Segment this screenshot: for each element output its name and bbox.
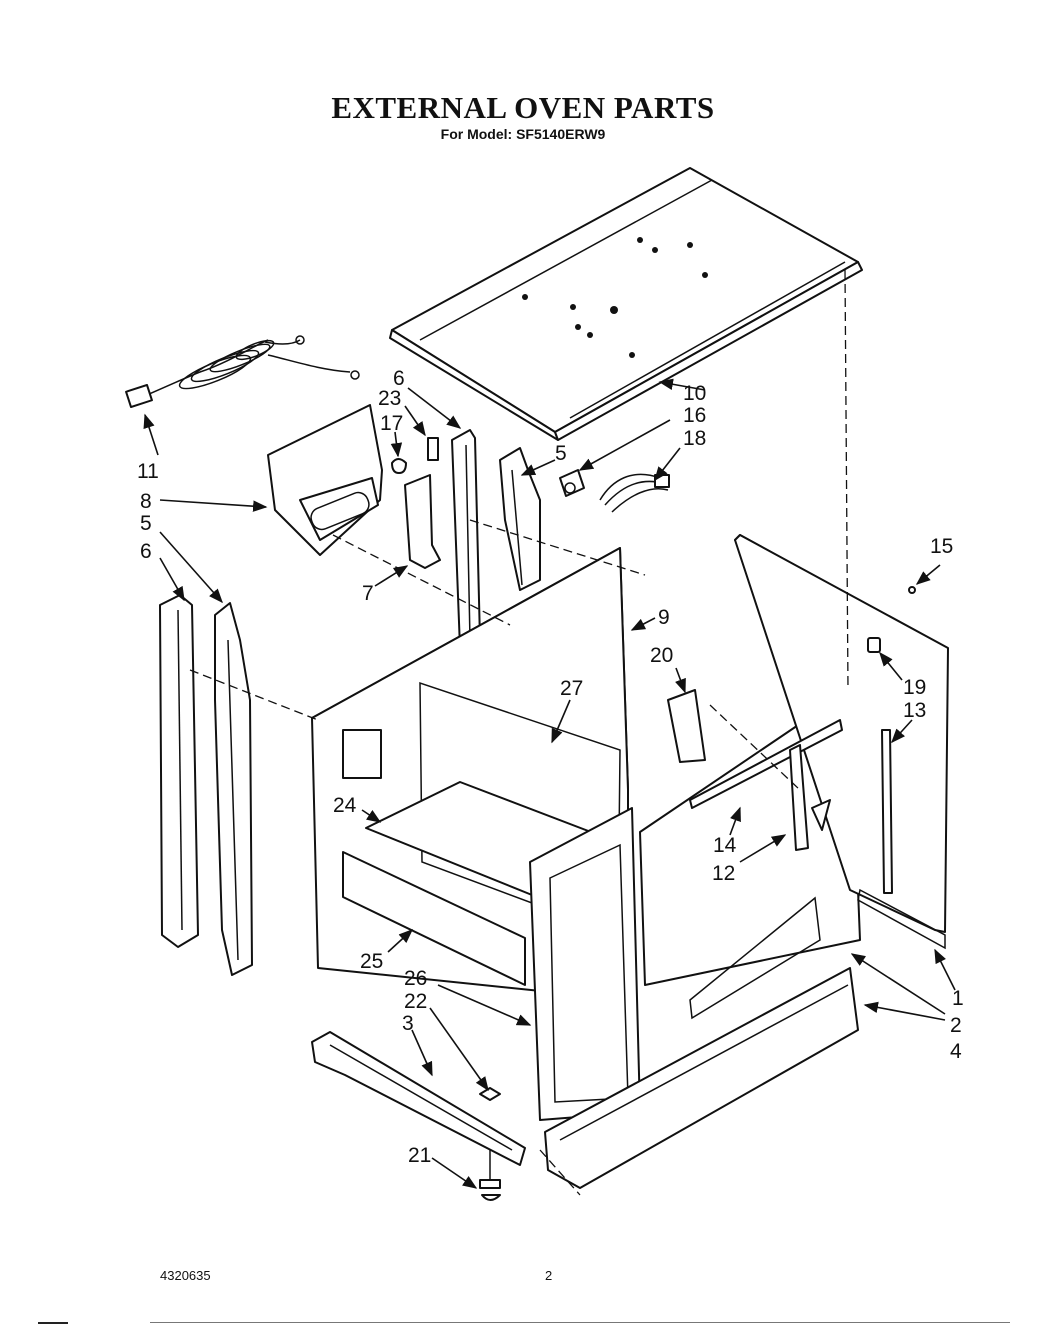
model-subtitle: For Model: SF5140ERW9 (440, 126, 606, 142)
callout-1: 1 (952, 987, 964, 1010)
base-rails-and-legs (311, 967, 859, 1201)
leader-arrows (143, 378, 956, 1189)
callout-4: 4 (950, 1040, 962, 1063)
callout-15: 15 (930, 535, 953, 558)
top-panel (389, 167, 863, 441)
callout-23: 23 (378, 387, 401, 410)
callout-5-left: 5 (140, 512, 152, 535)
callout-10: 10 (683, 382, 706, 405)
page-number: 2 (545, 1268, 553, 1283)
callout-19: 19 (903, 676, 926, 699)
callout-14: 14 (713, 834, 737, 857)
page-title: EXTERNAL OVEN PARTS (331, 90, 715, 125)
scan-edge-mark-left (38, 1322, 68, 1324)
callout-24: 24 (333, 794, 357, 817)
callout-5-upper: 5 (555, 442, 567, 465)
callout-12: 12 (712, 862, 735, 885)
power-cord (125, 335, 360, 409)
callout-18: 18 (683, 427, 706, 450)
callout-11: 11 (137, 460, 159, 483)
callout-labels: 1 2 3 4 5 5 6 6 7 8 9 10 11 12 13 14 15 … (137, 367, 964, 1167)
callout-3: 3 (402, 1012, 414, 1035)
callout-8: 8 (140, 490, 152, 513)
scan-edge-line (150, 1322, 1010, 1323)
callout-17: 17 (380, 412, 403, 435)
upper-side-rails (451, 429, 541, 649)
brackets-and-clips (391, 437, 441, 569)
callout-26: 26 (404, 967, 427, 990)
callout-6-upper: 6 (393, 367, 405, 390)
callout-16: 16 (683, 404, 706, 427)
assembly-lines (189, 269, 849, 1196)
callout-21: 21 (408, 1144, 431, 1167)
callout-22: 22 (404, 990, 427, 1013)
oven-cabinet-body (311, 534, 949, 1121)
callout-13: 13 (903, 699, 926, 722)
callout-2: 2 (950, 1014, 962, 1037)
lower-left-side-rails (159, 594, 253, 976)
callout-7: 7 (362, 582, 374, 605)
document-number: 4320635 (160, 1268, 211, 1283)
callout-6-left: 6 (140, 540, 152, 563)
callout-20: 20 (650, 644, 673, 667)
callout-9: 9 (658, 606, 670, 629)
vent-housing (267, 404, 383, 556)
switch-and-wiring (559, 469, 670, 513)
callout-27: 27 (560, 677, 583, 700)
callout-25: 25 (360, 950, 383, 973)
right-side-components (667, 586, 916, 894)
